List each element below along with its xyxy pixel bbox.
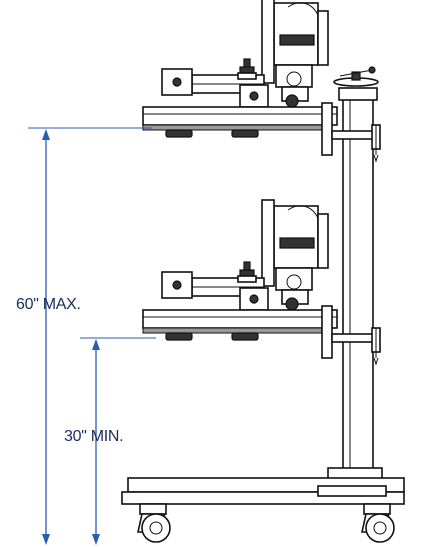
max-height-label: 60" MAX. xyxy=(16,296,81,313)
min-height-label: 30" MIN. xyxy=(64,428,124,445)
